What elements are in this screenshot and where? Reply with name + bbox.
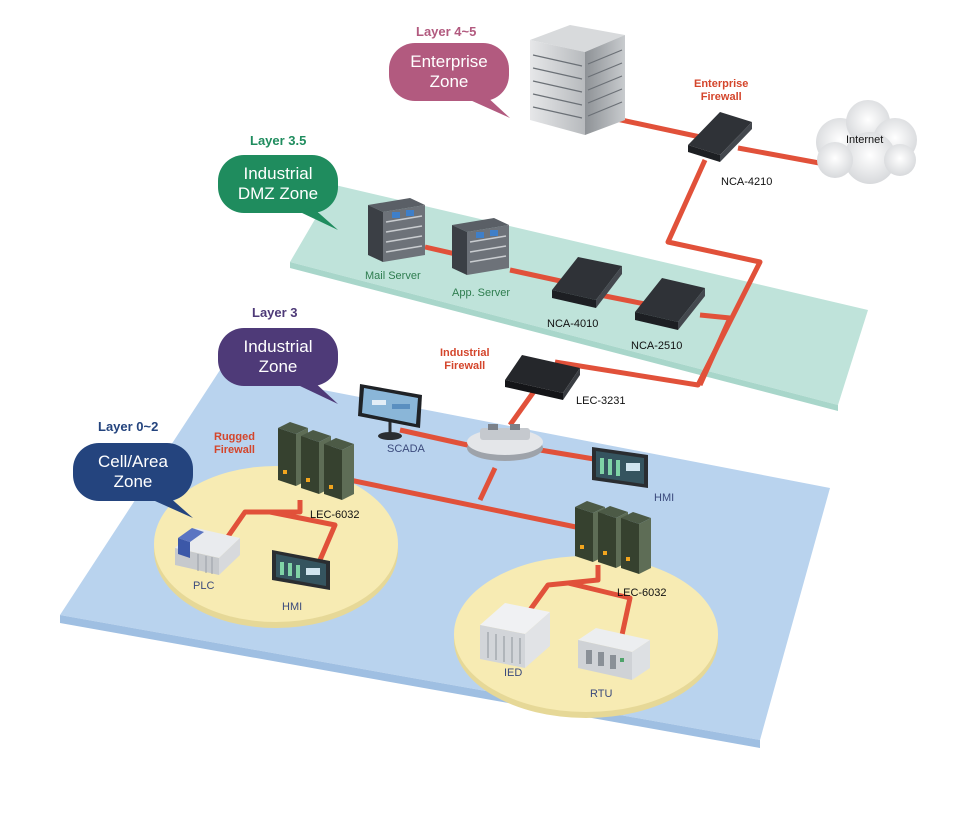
lec6032-left-units (278, 422, 354, 500)
link-appserver-to-nca4010 (509, 267, 566, 285)
cell-zone-line1: Cell/Area (98, 452, 168, 471)
mail-server-rack (368, 198, 425, 262)
cell-zone-bubble (73, 443, 193, 518)
enterprise-zone-line2: Zone (429, 71, 469, 91)
link-lec6032-left-to-hmi (269, 509, 338, 561)
link-building-to-nca4210 (611, 115, 706, 141)
nca4210-appliance (688, 112, 752, 162)
nca4210-label: NCA-4210 (721, 176, 773, 188)
ied-device (480, 603, 550, 668)
rugged-firewall-line1: Rugged (214, 431, 255, 443)
layer-0-2-tag: Layer 0~2 (98, 419, 159, 434)
layer-3-tag: Layer 3 (252, 305, 298, 320)
nca2510-appliance (635, 278, 705, 330)
nca2510-label: NCA-2510 (631, 340, 683, 352)
industrial-firewall-line1: Industrial (440, 347, 490, 359)
enterprise-zone-line1: Enterprise (410, 52, 488, 71)
hmi-right-label: HMI (654, 492, 675, 504)
ied-label: IED (504, 667, 523, 679)
nca4010-appliance (552, 257, 622, 308)
app-server-rack (452, 218, 509, 275)
link-nca4010-to-nca2510 (599, 292, 651, 308)
dmz-zone-title: Industrial DMZ Zone (218, 164, 338, 203)
link-nca2510-to-edge (697, 312, 733, 387)
app-server-label: App. Server (452, 287, 511, 299)
lec3231-label: LEC-3231 (576, 395, 626, 407)
lec6032-right-units (575, 501, 651, 574)
enterprise-firewall-label: Enterprise Firewall (694, 78, 748, 103)
dmz-zone-bubble (218, 155, 338, 230)
cell-area-disc-left (154, 466, 398, 622)
industrial-zone-line1: Industrial (243, 337, 313, 356)
dmz-zone-line2: DMZ Zone (237, 183, 319, 203)
industrial-zone-bubble (218, 328, 338, 404)
plc-label: PLC (193, 580, 215, 592)
link-lec6032-right-to-rtu (567, 580, 633, 636)
lec3231-firewall (505, 355, 580, 400)
rtu-device (578, 628, 650, 680)
plc-device (175, 528, 240, 575)
link-backbone (339, 475, 601, 535)
rtu-label: RTU (590, 688, 613, 700)
link-lec3231-to-hub (507, 388, 538, 427)
enterprise-firewall-line2: Firewall (700, 90, 742, 103)
cell-area-disc-right (454, 556, 718, 712)
link-nca4210-down (554, 158, 763, 388)
enterprise-zone-title: Enterprise Zone (389, 52, 509, 91)
lec6032-right-label: LEC-6032 (617, 587, 667, 599)
layer-3-5-tag: Layer 3.5 (250, 133, 307, 148)
hmi-left-label: HMI (282, 601, 303, 613)
rugged-firewall-label: Rugged Firewall (214, 431, 255, 456)
scada-label: SCADA (387, 443, 425, 455)
scada-monitor (358, 384, 422, 440)
network-links (217, 115, 869, 636)
layer-4-5-tag: Layer 4~5 (416, 24, 477, 39)
hmi-panel-left (272, 550, 330, 590)
enterprise-building (530, 25, 625, 135)
link-hub-to-backbone (477, 466, 498, 502)
rugged-firewall-line2: Firewall (214, 443, 255, 456)
mail-server-label: Mail Server (365, 270, 421, 282)
internet-cloud (816, 100, 917, 184)
industrial-zone-line2: Zone (258, 356, 298, 376)
industrial-zone-title: Industrial Zone (218, 337, 338, 376)
industrial-firewall-line2: Firewall (444, 359, 486, 372)
hmi-panel-right (592, 447, 648, 488)
internet-label: Internet (846, 134, 884, 146)
link-hub-to-hmi (539, 447, 601, 463)
enterprise-zone-bubble (389, 43, 510, 118)
industrial-firewall-label: Industrial Firewall (440, 347, 490, 372)
nca4010-label: NCA-4010 (547, 318, 599, 330)
lec6032-left-label: LEC-6032 (310, 509, 360, 521)
control-hub-device (467, 424, 543, 461)
enterprise-firewall-line1: Enterprise (694, 78, 749, 90)
dmz-zone-line1: Industrial (243, 164, 313, 183)
cell-zone-line2: Zone (113, 471, 153, 491)
cell-zone-title: Cell/Area Zone (73, 452, 193, 491)
